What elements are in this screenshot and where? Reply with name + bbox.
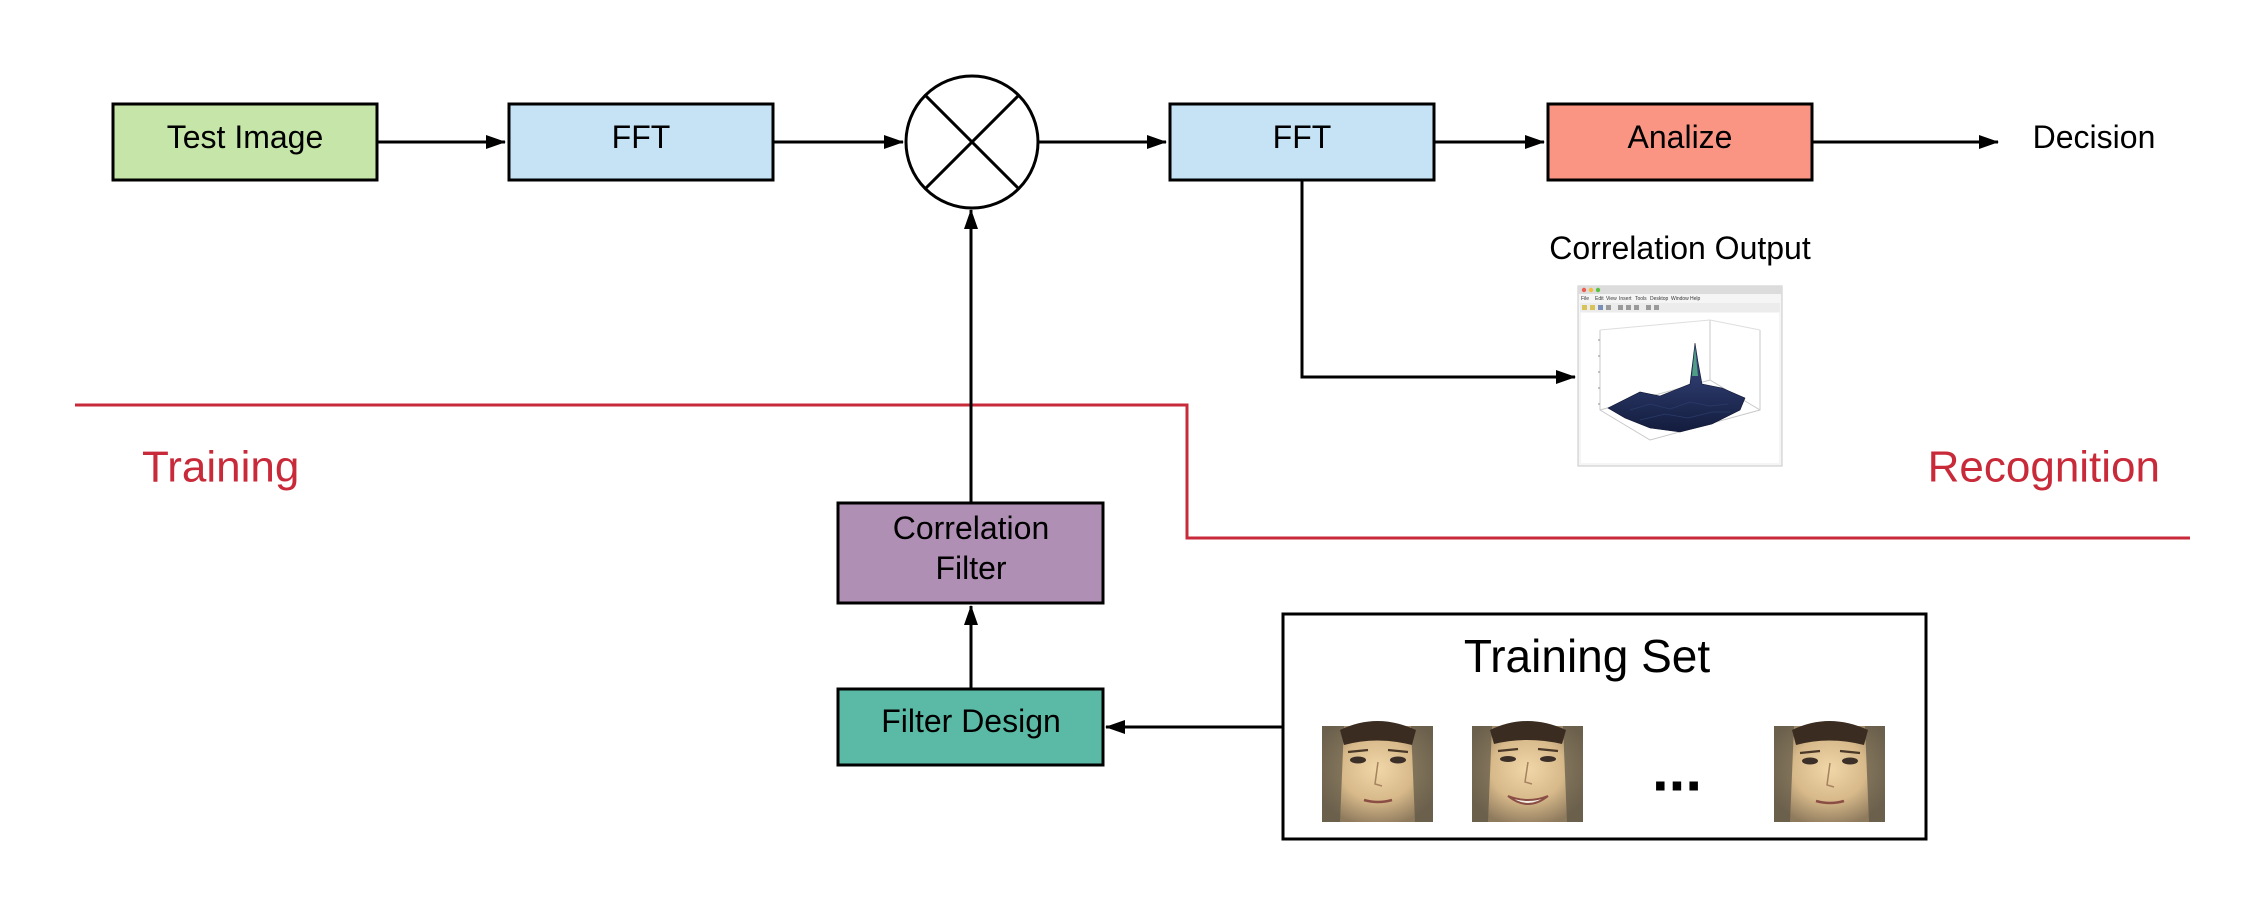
training-set-panel: Training Set ... (1281, 612, 1928, 841)
node-fft-2-box (1168, 102, 1436, 182)
node-filter-design-box (836, 687, 1105, 767)
training-set-ellipsis: ... (1652, 737, 1702, 804)
node-test-image-label: Test Image (167, 119, 324, 155)
correlation-output-label: Correlation Output (1549, 230, 1811, 266)
matlab-menu-item: Window (1671, 296, 1689, 302)
region-label-recognition: Recognition (1928, 443, 2160, 492)
training-set-title: Training Set (1464, 630, 1711, 682)
node-test-image-box (111, 102, 379, 182)
matlab-menu-item: Insert (1619, 296, 1632, 302)
node-correlation-filter-label-line1: Correlation (893, 510, 1050, 546)
node-correlation-filter: Correlation Filter (836, 501, 1105, 605)
node-filter-design-label: Filter Design (881, 703, 1061, 739)
node-analize-label: Analize (1628, 119, 1733, 155)
arrow-fft-to-correlation-output (1300, 181, 1576, 384)
multiply-icon (904, 74, 1040, 210)
region-label-training: Training (142, 443, 299, 492)
node-fft-1-box (507, 102, 775, 182)
node-analize-box (1546, 102, 1814, 182)
training-face-image-1 (1322, 721, 1433, 822)
matlab-menu-item: Desktop (1650, 296, 1669, 302)
matlab-menu-item: View (1606, 296, 1617, 302)
matlab-menu-item: Help (1690, 296, 1701, 302)
training-face-image-3 (1774, 721, 1885, 822)
matlab-menu-item: File (1581, 296, 1589, 302)
matlab-menu-item: Tools (1635, 296, 1647, 302)
node-correlation-filter-box (836, 501, 1105, 605)
region-boundary-line (75, 403, 2190, 540)
node-fft-2-label: FFT (1273, 119, 1332, 155)
node-filter-design: Filter Design (836, 687, 1105, 767)
node-fft-1: FFT (507, 102, 775, 182)
node-fft-1-label: FFT (612, 119, 671, 155)
matlab-menu-item: Edit (1595, 296, 1604, 302)
node-test-image: Test Image (111, 102, 379, 182)
training-face-image-2 (1472, 721, 1583, 822)
node-fft-2: FFT (1168, 102, 1436, 182)
node-analize: Analize (1546, 102, 1814, 182)
node-correlation-filter-label-line2: Filter (935, 550, 1006, 586)
decision-label: Decision (2033, 119, 2156, 155)
